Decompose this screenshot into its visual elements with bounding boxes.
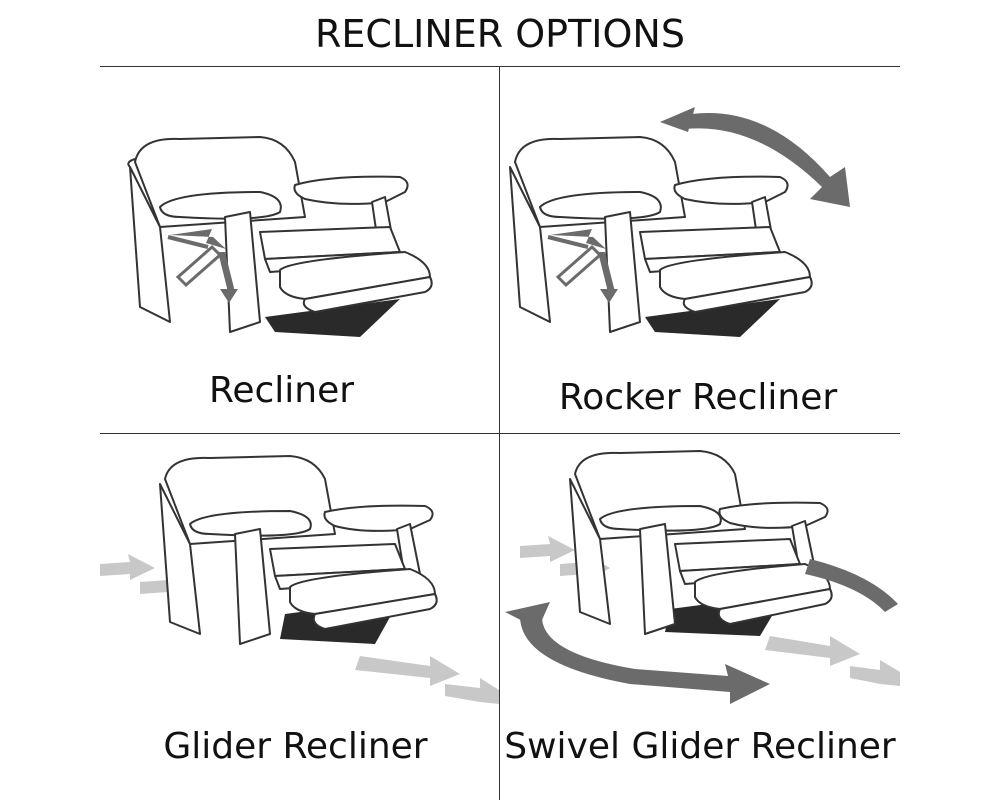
swivel-glider-recliner-illustration [505,450,900,704]
option-swivel-glider-recliner: Swivel Glider Recliner [500,434,900,800]
divider-vertical [499,66,500,800]
option-recliner: Recliner [100,67,499,433]
option-label-rocker-recliner: Rocker Recliner [558,377,838,418]
option-label-swivel-glider-recliner: Swivel Glider Recliner [504,726,896,767]
page-title: RECLINER OPTIONS [315,12,685,56]
option-label-glider-recliner: Glider Recliner [163,726,428,767]
recline-lever-icon [167,229,238,303]
option-glider-recliner: Glider Recliner [100,434,499,800]
recline-lever-icon [547,229,618,303]
rocker-recliner-illustration [509,107,850,337]
swivel-arrow-icon [505,559,898,704]
recliner-illustration [127,136,433,337]
option-rocker-recliner: Rocker Recliner [500,67,900,433]
rock-arrow-icon [660,107,850,207]
divider-top [100,66,900,67]
divider-middle [100,433,900,434]
glider-recliner-illustration [100,455,499,704]
option-label-recliner: Recliner [208,370,355,411]
